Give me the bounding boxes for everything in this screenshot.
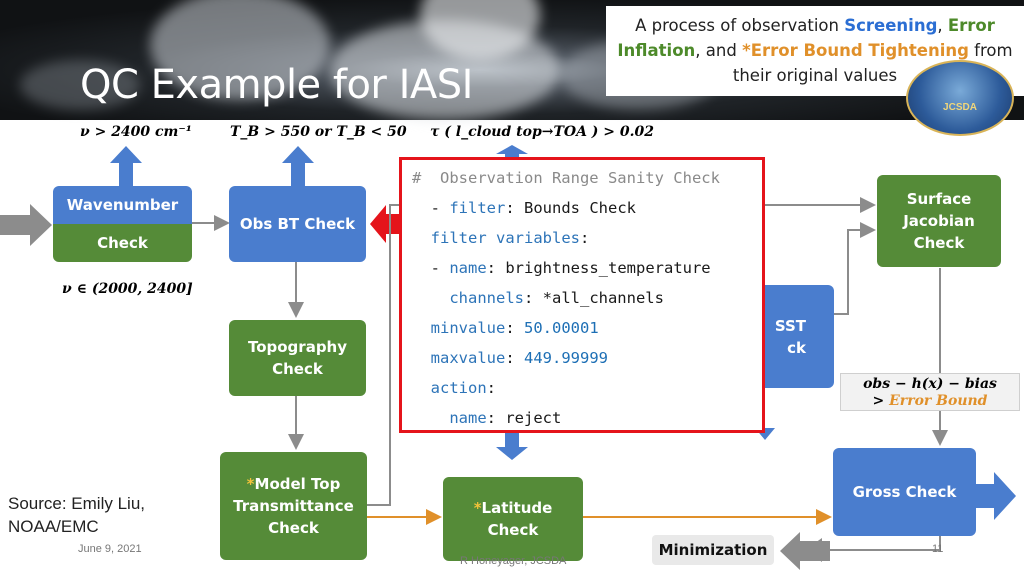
- model-top-transmittance-check-box: *Model Top Transmittance Check: [220, 452, 367, 560]
- slide-author: R Honeyager, JCSDA: [460, 555, 567, 567]
- inflation-keyword: Inflation: [617, 41, 696, 60]
- down-arrow-icon: [496, 432, 528, 460]
- obs-bt-check-box: Obs BT Check: [229, 186, 366, 262]
- up-arrow-icon: [282, 146, 314, 186]
- page-number: 11: [932, 543, 944, 555]
- source-credit: Source: Emily Liu, NOAA/EMC: [8, 494, 145, 536]
- up-arrow-icon: [110, 146, 142, 186]
- screening-keyword: Screening: [844, 16, 938, 35]
- right-arrow-icon: [976, 472, 1016, 520]
- error-bound-box: obs − h(x) − bias > Error Bound: [840, 373, 1020, 411]
- up-arrow-icon: [496, 145, 528, 158]
- callout-box: A process of observation Screening, Erro…: [606, 6, 1024, 96]
- topography-check-box: Topography Check: [229, 320, 366, 396]
- yaml-config-panel: # Observation Range Sanity Check - filte…: [399, 157, 765, 433]
- bt-condition: T_B > 550 or T_B < 50: [230, 124, 407, 140]
- wavenumber-check-box: Check: [53, 224, 192, 262]
- slide-title: QC Example for IASI: [80, 62, 473, 108]
- input-arrow-icon: [0, 204, 52, 246]
- gross-check-box: Gross Check: [833, 448, 976, 536]
- wavenumber-range-condition: ν ∈ (2000, 2400]: [62, 281, 193, 297]
- error-bound-tightening-keyword: *Error Bound Tightening: [742, 41, 969, 60]
- slide-date: June 9, 2021: [78, 543, 142, 555]
- callout-text: A process of observation: [635, 16, 845, 35]
- minimization-box: Minimization: [652, 535, 774, 565]
- left-arrow-icon: [780, 532, 830, 570]
- surface-jacobian-check-box: Surface Jacobian Check: [877, 175, 1001, 267]
- highlight-arrow-icon: [370, 205, 400, 243]
- wavenumber-box: Wavenumber: [53, 186, 192, 224]
- latitude-check-box: *Latitude Check: [443, 477, 583, 561]
- wavenumber-condition: ν > 2400 cm⁻¹: [80, 124, 192, 140]
- jcsda-seal-icon: JCSDA: [906, 60, 1014, 136]
- transmittance-condition: τ ( l_cloud top→TOA ) > 0.02: [430, 124, 655, 140]
- code-comment: # Observation Range Sanity Check: [412, 169, 720, 187]
- error-keyword: Error: [947, 16, 995, 35]
